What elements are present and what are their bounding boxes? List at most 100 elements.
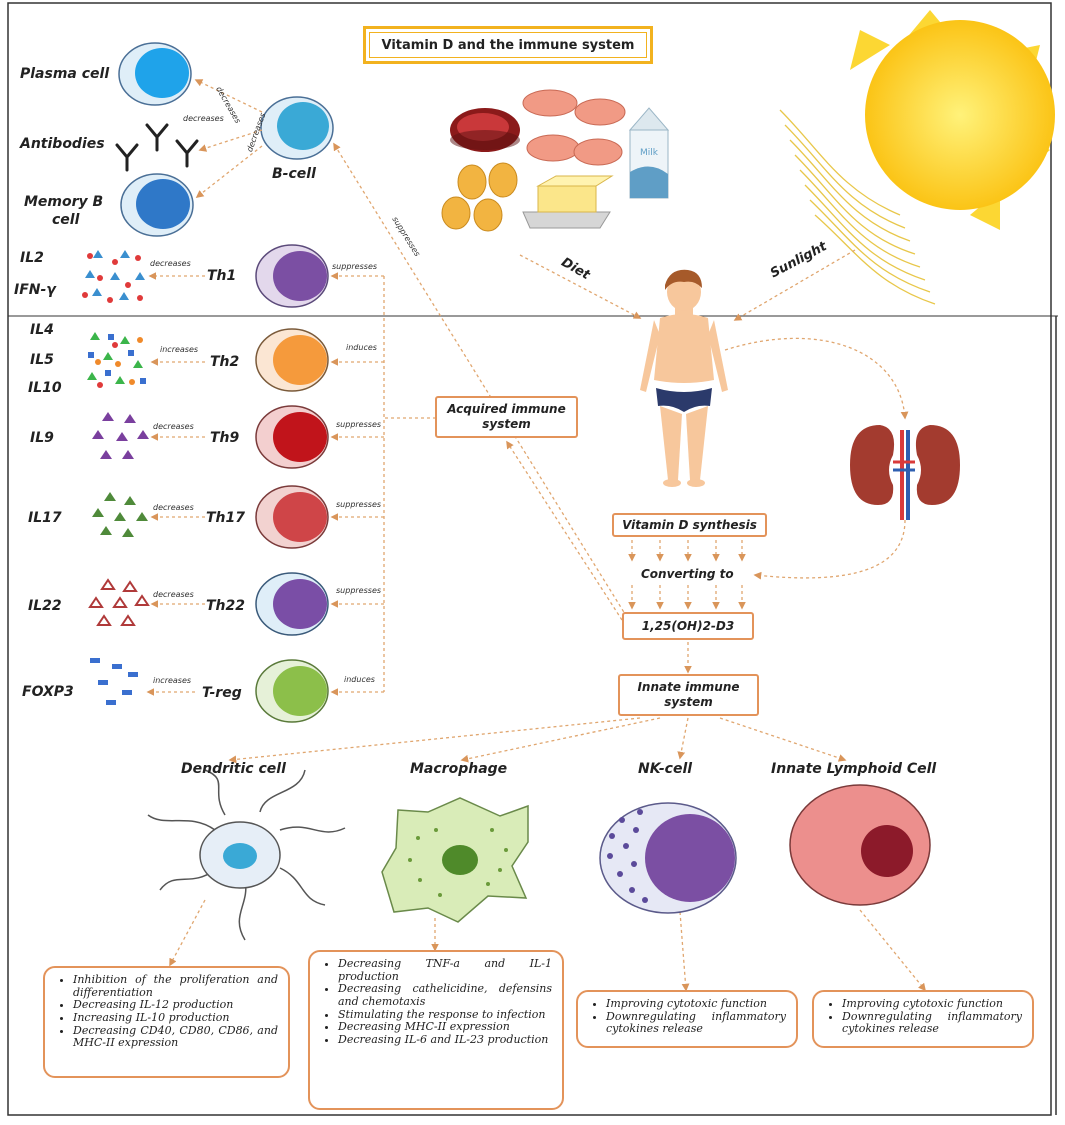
cytokine-il10: IL10: [28, 380, 62, 396]
th1-cytokines-icon: [82, 250, 145, 303]
th1-vit-effect: suppresses: [332, 262, 378, 271]
th9-cell-icon: [255, 405, 329, 469]
th22-cell-icon: [255, 572, 329, 636]
plasma-cell-icon: [118, 42, 192, 106]
nk-cell-label: NK-cell: [638, 761, 693, 777]
frame: [7, 2, 1052, 1116]
b-cell-label: B-cell: [272, 166, 316, 182]
dendritic-effect: Decreasing CD40, CD80, CD86, and MHC-II …: [73, 1024, 278, 1050]
th9-effect: decreases: [153, 422, 194, 431]
dendritic-effect: Increasing IL-10 production: [73, 1011, 278, 1025]
macrophage-icon: [381, 797, 529, 923]
th9-vit-effect: suppresses: [336, 420, 382, 429]
dendritic-effect: Inhibition of the proliferation and diff…: [73, 973, 278, 999]
treg-cell-icon: [255, 659, 329, 723]
cytokine-il2: IL2: [20, 250, 44, 266]
ilc-label: Innate Lymphoid Cell: [771, 761, 937, 777]
th17-vit-effect: suppresses: [336, 500, 382, 509]
salmon-icon: [522, 89, 626, 166]
acquired-line-1: Acquired immune: [447, 402, 566, 416]
dendritic-effects-box: Inhibition of the proliferation and diff…: [43, 966, 290, 1078]
th9-cytokines-icon: [92, 412, 149, 459]
treg-label: T-reg: [202, 685, 242, 701]
th17-label: Th17: [206, 510, 245, 526]
macrophage-effect: Stimulating the response to infection: [338, 1008, 552, 1022]
memory-b-label-2: cell: [52, 212, 80, 228]
memory-b-cell-icon: [120, 173, 194, 237]
nk-effect: Improving cytotoxic function: [606, 997, 786, 1011]
acquired-line-2: system: [482, 417, 531, 431]
nk-effects-box: Improving cytotoxic function Downregulat…: [576, 990, 798, 1048]
th2-vit-effect: induces: [346, 343, 377, 352]
th1-label: Th1: [207, 268, 237, 284]
innate-immune-box: Innate immune system: [618, 674, 759, 716]
cytokine-il4: IL4: [30, 322, 54, 338]
th17-effect: decreases: [153, 503, 194, 512]
innate-lymphoid-cell-icon: [789, 784, 931, 906]
th2-cell-icon: [255, 328, 329, 392]
th22-cytokines-icon: [88, 578, 150, 626]
dendritic-cell-label: Dendritic cell: [181, 761, 286, 777]
cytokine-il17: IL17: [28, 510, 62, 526]
th1-effect: decreases: [150, 259, 191, 268]
treg-cytokines-icon: [90, 658, 138, 705]
dendritic-effect: Decreasing IL-12 production: [73, 999, 278, 1012]
th2-effect: increases: [160, 345, 199, 354]
antibodies-icon: [115, 123, 199, 172]
macrophage-effect: Decreasing cathelicidine, defensins and …: [338, 982, 552, 1008]
th1-cell-icon: [255, 244, 329, 308]
th22-label: Th22: [206, 598, 245, 614]
th2-cytokines-icon: [87, 332, 146, 388]
ilc-effects-box: Improving cytotoxic function Downregulat…: [812, 990, 1034, 1048]
milk-label: Milk: [640, 148, 659, 158]
cytokine-ifn: IFN-γ: [14, 282, 56, 298]
macrophage-effect: Decreasing MHC-II expression: [338, 1021, 552, 1034]
vitamin-d-synthesis-box: Vitamin D synthesis: [612, 513, 767, 537]
macrophage-effects-box: Decreasing TNF-a and IL-1 production Dec…: [308, 950, 564, 1110]
cytokine-il9: IL9: [30, 430, 54, 446]
kidney-icon: [850, 425, 960, 520]
b-cell-arrows: [194, 79, 263, 198]
diagram-title: Vitamin D and the immune system: [369, 32, 647, 58]
macrophage-effect: Decreasing TNF-a and IL-1 production: [338, 957, 552, 983]
butter-icon: [522, 175, 614, 229]
cytokine-arrows: [146, 272, 205, 696]
nk-cell-icon: [599, 802, 737, 914]
th17-cytokines-icon: [92, 492, 148, 537]
eggs-icon: [441, 162, 518, 232]
plasma-cell-label: Plasma cell: [20, 66, 110, 82]
human-figure-icon: [640, 269, 728, 487]
ilc-effect: Downregulating inflammatory cytokines re…: [842, 1010, 1022, 1036]
cytokine-il22: IL22: [28, 598, 62, 614]
th22-vit-effect: suppresses: [336, 586, 382, 595]
macrophage-label: Macrophage: [410, 761, 508, 777]
innate-line-1: Innate immune: [637, 680, 740, 694]
sun-icon: [779, 10, 1055, 305]
innate-line-2: system: [664, 695, 713, 709]
treg-vit-effect: induces: [344, 675, 375, 684]
macrophage-effect: Decreasing IL-6 and IL-23 production: [338, 1033, 552, 1047]
treg-effect: increases: [153, 676, 192, 685]
title-frame: Vitamin D and the immune system: [363, 26, 653, 64]
th22-effect: decreases: [153, 590, 194, 599]
antibodies-label: Antibodies: [20, 136, 105, 152]
th2-label: Th2: [210, 354, 240, 370]
th17-cell-icon: [255, 485, 329, 549]
cytokine-foxp3: FOXP3: [22, 684, 74, 700]
cytokine-il5: IL5: [30, 352, 54, 368]
converting-label: Converting to: [641, 567, 734, 581]
meat-icon: [450, 108, 520, 152]
nk-effect: Downregulating inflammatory cytokines re…: [606, 1010, 786, 1036]
active-to-acquired-arrow: [506, 440, 623, 621]
b-cell-icon: [260, 96, 334, 160]
b-edge-label-2: decreases: [183, 114, 224, 123]
memory-b-label-1: Memory B: [24, 194, 104, 210]
acquired-immune-box: Acquired immune system: [435, 396, 578, 438]
active-form-box: 1,25(OH)2-D3: [622, 612, 754, 640]
dendritic-cell-icon: [147, 769, 346, 941]
milk-carton-icon: Milk: [628, 107, 670, 199]
acquired-bus: [383, 276, 436, 692]
acquired-arrows: [169, 142, 926, 992]
